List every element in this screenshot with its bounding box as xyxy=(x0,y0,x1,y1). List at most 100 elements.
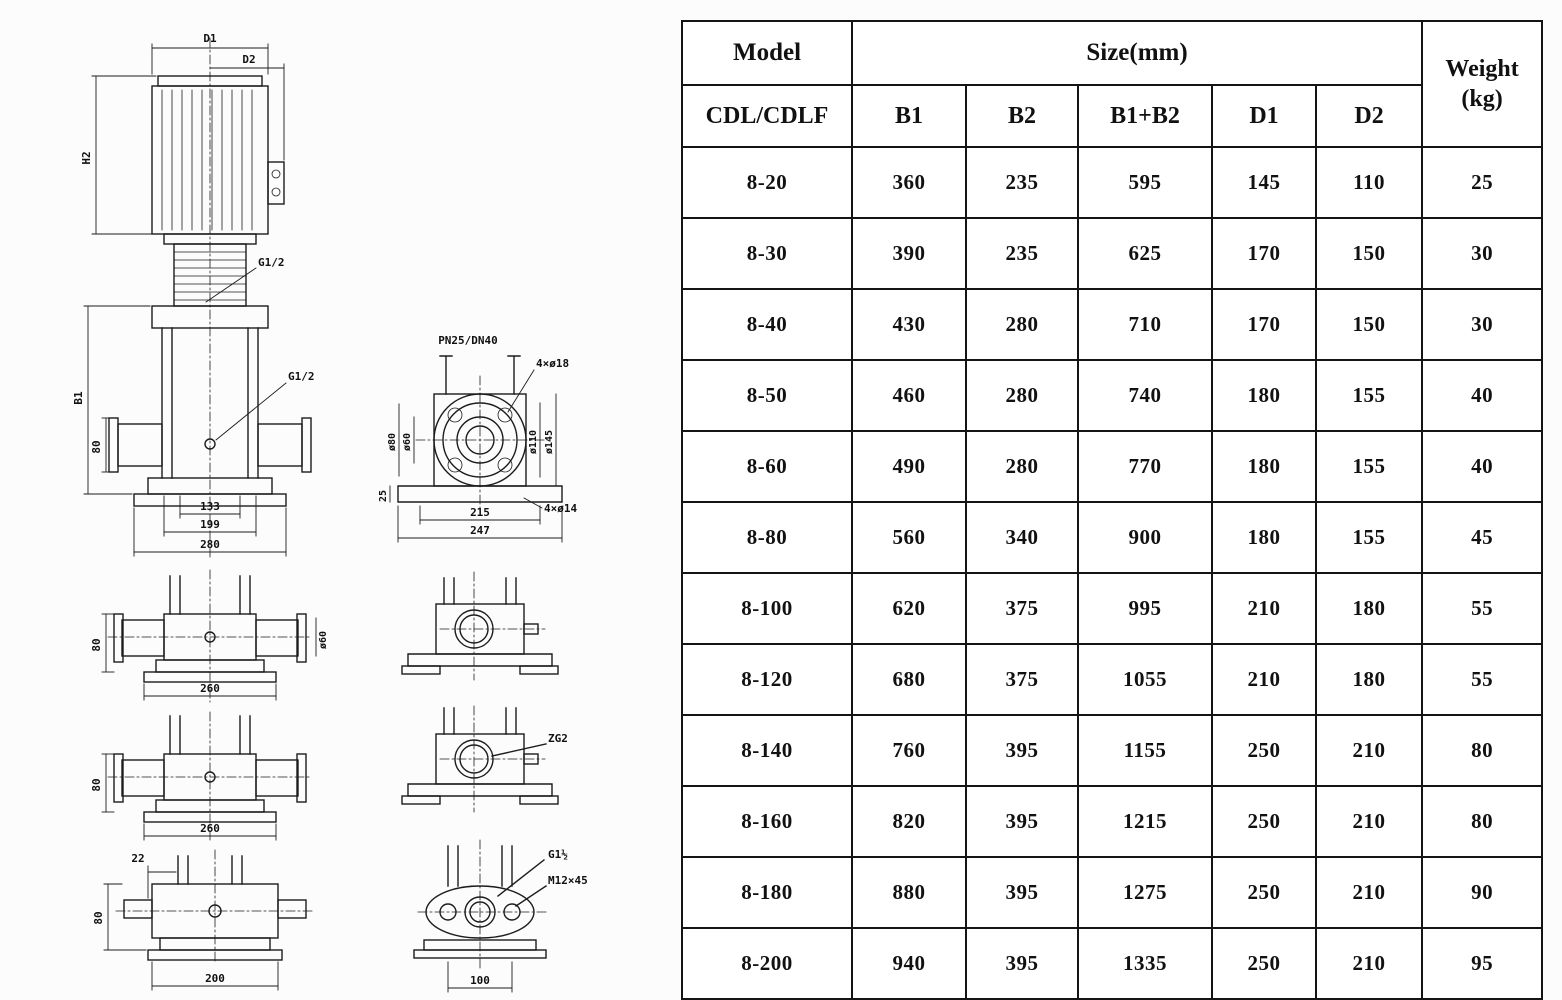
model-cell: 8-50 xyxy=(681,359,853,432)
table-row: 8-200 940 395 1335 250 210 95 xyxy=(681,927,1544,1000)
weight-cell: 80 xyxy=(1421,714,1544,787)
d1-cell: 250 xyxy=(1211,856,1317,929)
b1-cell: 390 xyxy=(851,217,967,290)
d2-cell: 210 xyxy=(1314,856,1424,929)
table-header-row-1: Model Size(mm) Weight (kg) xyxy=(681,20,1544,148)
b1b2-cell: 740 xyxy=(1077,359,1213,432)
weight-cell: 80 xyxy=(1421,785,1544,858)
b1-cell: 460 xyxy=(851,359,967,432)
oval-flange-labels: G1½ M12×45 100 xyxy=(470,848,588,987)
d2-cell: 210 xyxy=(1314,714,1424,787)
side-view-1-dimensions xyxy=(101,613,317,701)
label-dia60-side1: ø60 xyxy=(318,631,329,649)
label-m12x45: M12×45 xyxy=(548,874,588,887)
model-cell: 8-180 xyxy=(681,856,853,929)
bottom-side-view-dimensions xyxy=(103,865,279,991)
weight-cell: 90 xyxy=(1421,856,1544,929)
d2-cell: 180 xyxy=(1314,572,1424,645)
main-elevation-view xyxy=(108,37,312,561)
label-80-side1: 80 xyxy=(90,638,103,651)
dim-label-h2: H2 xyxy=(80,151,93,164)
dim-label-199: 199 xyxy=(200,518,220,531)
port-view-1 xyxy=(401,571,559,681)
label-100: 100 xyxy=(470,974,490,987)
label-247: 247 xyxy=(470,524,490,537)
d1-cell: 250 xyxy=(1211,927,1317,1000)
model-cell: 8-60 xyxy=(681,430,853,503)
header-d1: D1 xyxy=(1211,84,1317,148)
b1-cell: 360 xyxy=(851,146,967,219)
b1-cell: 680 xyxy=(851,643,967,716)
weight-cell: 25 xyxy=(1421,146,1544,219)
d1-cell: 210 xyxy=(1211,572,1317,645)
header-b1: B1 xyxy=(851,84,967,148)
model-cell: 8-80 xyxy=(681,501,853,574)
model-cell: 8-160 xyxy=(681,785,853,858)
label-4xd14: 4×ø14 xyxy=(544,502,577,515)
b2-cell: 395 xyxy=(965,714,1079,787)
label-260-side1: 260 xyxy=(200,682,220,695)
side-view-2 xyxy=(107,711,313,843)
b2-cell: 395 xyxy=(965,927,1079,1000)
d2-cell: 155 xyxy=(1314,359,1424,432)
dim-label-d2: D2 xyxy=(242,53,255,66)
b2-cell: 340 xyxy=(965,501,1079,574)
d1-cell: 180 xyxy=(1211,501,1317,574)
side-view-1 xyxy=(107,569,313,703)
b2-cell: 280 xyxy=(965,288,1079,361)
b1b2-cell: 710 xyxy=(1077,288,1213,361)
d2-cell: 210 xyxy=(1314,785,1424,858)
b1b2-cell: 1215 xyxy=(1077,785,1213,858)
table-row: 8-40 430 280 710 170 150 30 xyxy=(681,288,1544,361)
header-b1b2: B1+B2 xyxy=(1077,84,1213,148)
port-view-2 xyxy=(401,705,559,813)
flange-title: PN25/DN40 xyxy=(438,334,498,347)
side-view-2-dimensions xyxy=(101,753,277,841)
d1-cell: 170 xyxy=(1211,217,1317,290)
d1-cell: 210 xyxy=(1211,643,1317,716)
d2-cell: 150 xyxy=(1314,217,1424,290)
table-row: 8-20 360 235 595 145 110 25 xyxy=(681,146,1544,219)
dim-label-280: 280 xyxy=(200,538,220,551)
header-weight: Weight (kg) xyxy=(1421,20,1544,148)
main-view-labels: D1 D2 H2 B1 80 G1/2 G1/2 133 199 280 xyxy=(72,32,315,551)
b1b2-cell: 995 xyxy=(1077,572,1213,645)
b1-cell: 760 xyxy=(851,714,967,787)
label-dia60: ø60 xyxy=(402,433,413,451)
d2-cell: 150 xyxy=(1314,288,1424,361)
b1-cell: 940 xyxy=(851,927,967,1000)
b2-cell: 280 xyxy=(965,359,1079,432)
oval-flange-view xyxy=(413,839,547,969)
table-row: 8-180 880 395 1275 250 210 90 xyxy=(681,856,1544,929)
header-weight-line1: Weight xyxy=(1445,56,1519,82)
b2-cell: 375 xyxy=(965,572,1079,645)
header-size: Size(mm) xyxy=(850,20,1424,86)
d2-cell: 110 xyxy=(1314,146,1424,219)
port-label-g12-port: G1/2 xyxy=(288,370,315,383)
label-215: 215 xyxy=(470,506,490,519)
weight-cell: 30 xyxy=(1421,217,1544,290)
label-dia110: ø110 xyxy=(528,430,539,454)
port-label-g12-coupling: G1/2 xyxy=(258,256,285,269)
dim-label-133: 133 xyxy=(200,500,220,513)
port-view-2-labels: ZG2 xyxy=(548,732,568,745)
weight-cell: 55 xyxy=(1421,572,1544,645)
label-dia145: ø145 xyxy=(544,430,555,454)
b1b2-cell: 900 xyxy=(1077,501,1213,574)
header-weight-line2: (kg) xyxy=(1461,86,1503,112)
header-model: Model xyxy=(681,20,853,86)
b1-cell: 820 xyxy=(851,785,967,858)
b1-cell: 880 xyxy=(851,856,967,929)
b1b2-cell: 1275 xyxy=(1077,856,1213,929)
b1b2-cell: 1155 xyxy=(1077,714,1213,787)
label-80-side2: 80 xyxy=(90,778,103,791)
side-view-1-labels: 80 260 ø60 xyxy=(90,631,329,695)
d1-cell: 250 xyxy=(1211,785,1317,858)
b1b2-cell: 595 xyxy=(1077,146,1213,219)
label-80-bottom: 80 xyxy=(92,911,105,924)
b1-cell: 490 xyxy=(851,430,967,503)
header-b2: B2 xyxy=(965,84,1079,148)
d2-cell: 155 xyxy=(1314,501,1424,574)
table-row: 8-30 390 235 625 170 150 30 xyxy=(681,217,1544,290)
